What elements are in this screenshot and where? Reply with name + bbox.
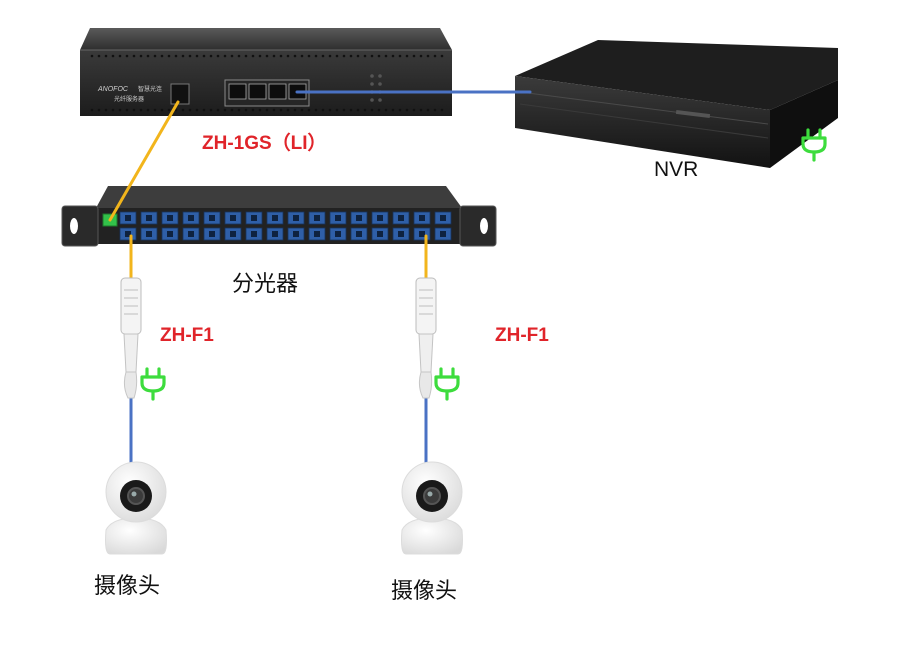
- cables: [108, 90, 532, 464]
- olt-brand-cn-2: 光纤服务器: [114, 95, 144, 103]
- onu-left-label: ZH-F1: [160, 325, 214, 346]
- olt-sfp-port: [170, 83, 190, 105]
- onu-right: [415, 277, 437, 399]
- camera-left-label: 摄像头: [94, 574, 161, 599]
- nvr-label: NVR: [654, 158, 699, 181]
- power-plug-icon: [434, 367, 460, 401]
- camera-left: [105, 461, 167, 555]
- camera-right-label: 摄像头: [391, 579, 458, 604]
- onu-right-label: ZH-F1: [495, 325, 549, 346]
- olt-device: ANOFOC 智慧光连 光纤服务器: [80, 28, 452, 116]
- power-plug-icon: [801, 128, 827, 162]
- nvr-device: [515, 40, 838, 168]
- splitter-label: 分光器: [232, 272, 299, 297]
- olt-ethernet-ports: [228, 83, 307, 100]
- olt-brand-cn: 智慧光连: [138, 85, 162, 93]
- olt-model-label: ZH-1GS（LI）: [202, 133, 327, 154]
- onu-left: [120, 277, 142, 399]
- splitter-device: [61, 186, 497, 247]
- fiber-cable-olt-splitter: [108, 100, 180, 222]
- camera-right: [401, 461, 463, 555]
- power-plug-icon: [140, 367, 166, 401]
- olt-brand: ANOFOC: [97, 86, 129, 93]
